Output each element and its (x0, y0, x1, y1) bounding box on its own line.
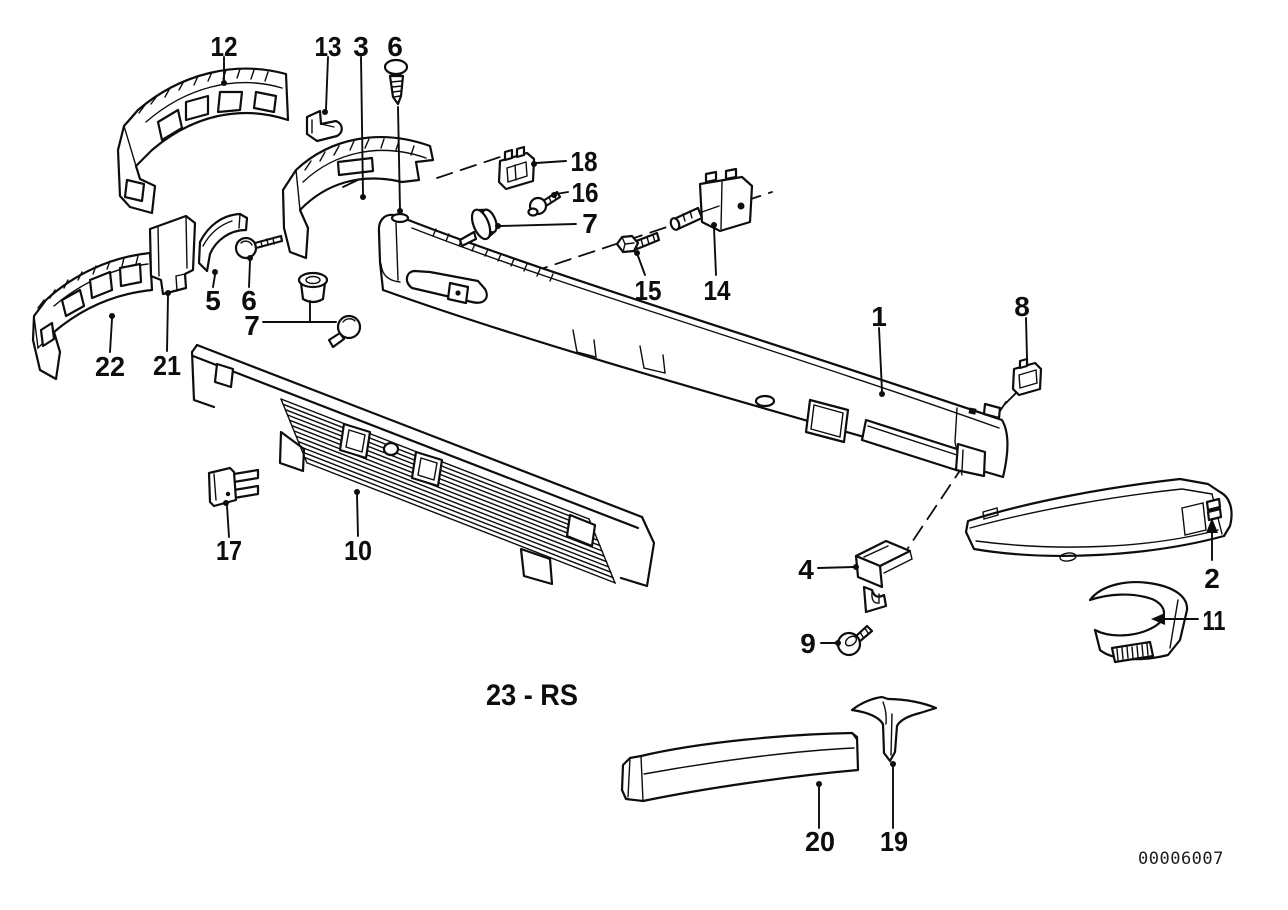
drawing-number: 00006007 (1138, 849, 1224, 869)
callout-20: 20 (805, 826, 835, 857)
callout-16: 16 (572, 177, 599, 208)
callout-18: 18 (571, 146, 598, 177)
part-2-bumper-end-right (964, 477, 1233, 562)
callout-21: 21 (153, 350, 181, 381)
callout-7-right: 7 (582, 208, 598, 239)
part-1-hatching (432, 228, 554, 282)
callout-7-left: 7 (244, 310, 260, 341)
part-20-trim-strip (620, 731, 860, 803)
callout-12: 12 (211, 31, 238, 62)
callout-14: 14 (704, 275, 731, 306)
section-code-label: 23 - RS (486, 679, 578, 712)
part-1-bumper-bar (377, 212, 1009, 479)
part-10-grille-panel (190, 343, 656, 588)
callout-6-top: 6 (387, 31, 403, 62)
callout-13: 13 (315, 31, 342, 62)
part-21-bracket-plate (148, 214, 197, 296)
part-13-clip (305, 109, 343, 143)
callout-19: 19 (880, 826, 908, 857)
callout-1: 1 (871, 301, 887, 332)
callout-8: 8 (1014, 291, 1030, 322)
part-12-bumper-end-upper (116, 67, 290, 215)
screw-9 (836, 624, 874, 657)
part-8-clip (1004, 357, 1043, 405)
part-19-trim-corner (850, 695, 938, 763)
nut-7-countersunk (297, 271, 329, 304)
callout-11: 11 (1203, 605, 1226, 636)
part-11-ribs (1116, 643, 1149, 661)
part-5-corner-bracket (197, 212, 249, 273)
part-17-clip (207, 466, 260, 508)
leader-lines (109, 56, 1218, 829)
callout-labels: 12 13 3 6 18 16 7 15 14 1 8 5 6 7 22 21 … (95, 31, 1226, 857)
part-3-bumper-center-upper (281, 136, 435, 260)
part-22-hatching (37, 255, 139, 309)
part-12-hatching (127, 68, 269, 123)
callout-10: 10 (344, 535, 372, 566)
part-22-bumper-end-lower (31, 251, 154, 381)
plug-7-flanged (458, 208, 498, 248)
part-18-clip (497, 145, 536, 191)
callout-22: 22 (95, 351, 125, 382)
callout-2: 2 (1204, 563, 1220, 594)
bolt-15 (615, 231, 661, 254)
callout-6-left: 6 (241, 285, 257, 316)
part-14-mount-bracket (669, 167, 754, 233)
callout-15: 15 (635, 275, 662, 306)
part-3-hatching (304, 138, 415, 171)
callout-9: 9 (800, 628, 816, 659)
screw-6-top (383, 58, 409, 106)
callout-17: 17 (216, 535, 242, 566)
callout-3: 3 (353, 31, 369, 62)
screw-6-left (234, 234, 284, 260)
part-4-bracket (854, 539, 913, 614)
callout-4: 4 (798, 554, 814, 585)
grille-slats (280, 398, 617, 584)
callout-5: 5 (205, 285, 221, 316)
pin-7-push (327, 314, 362, 349)
part-11-trim-corner (1088, 581, 1189, 664)
